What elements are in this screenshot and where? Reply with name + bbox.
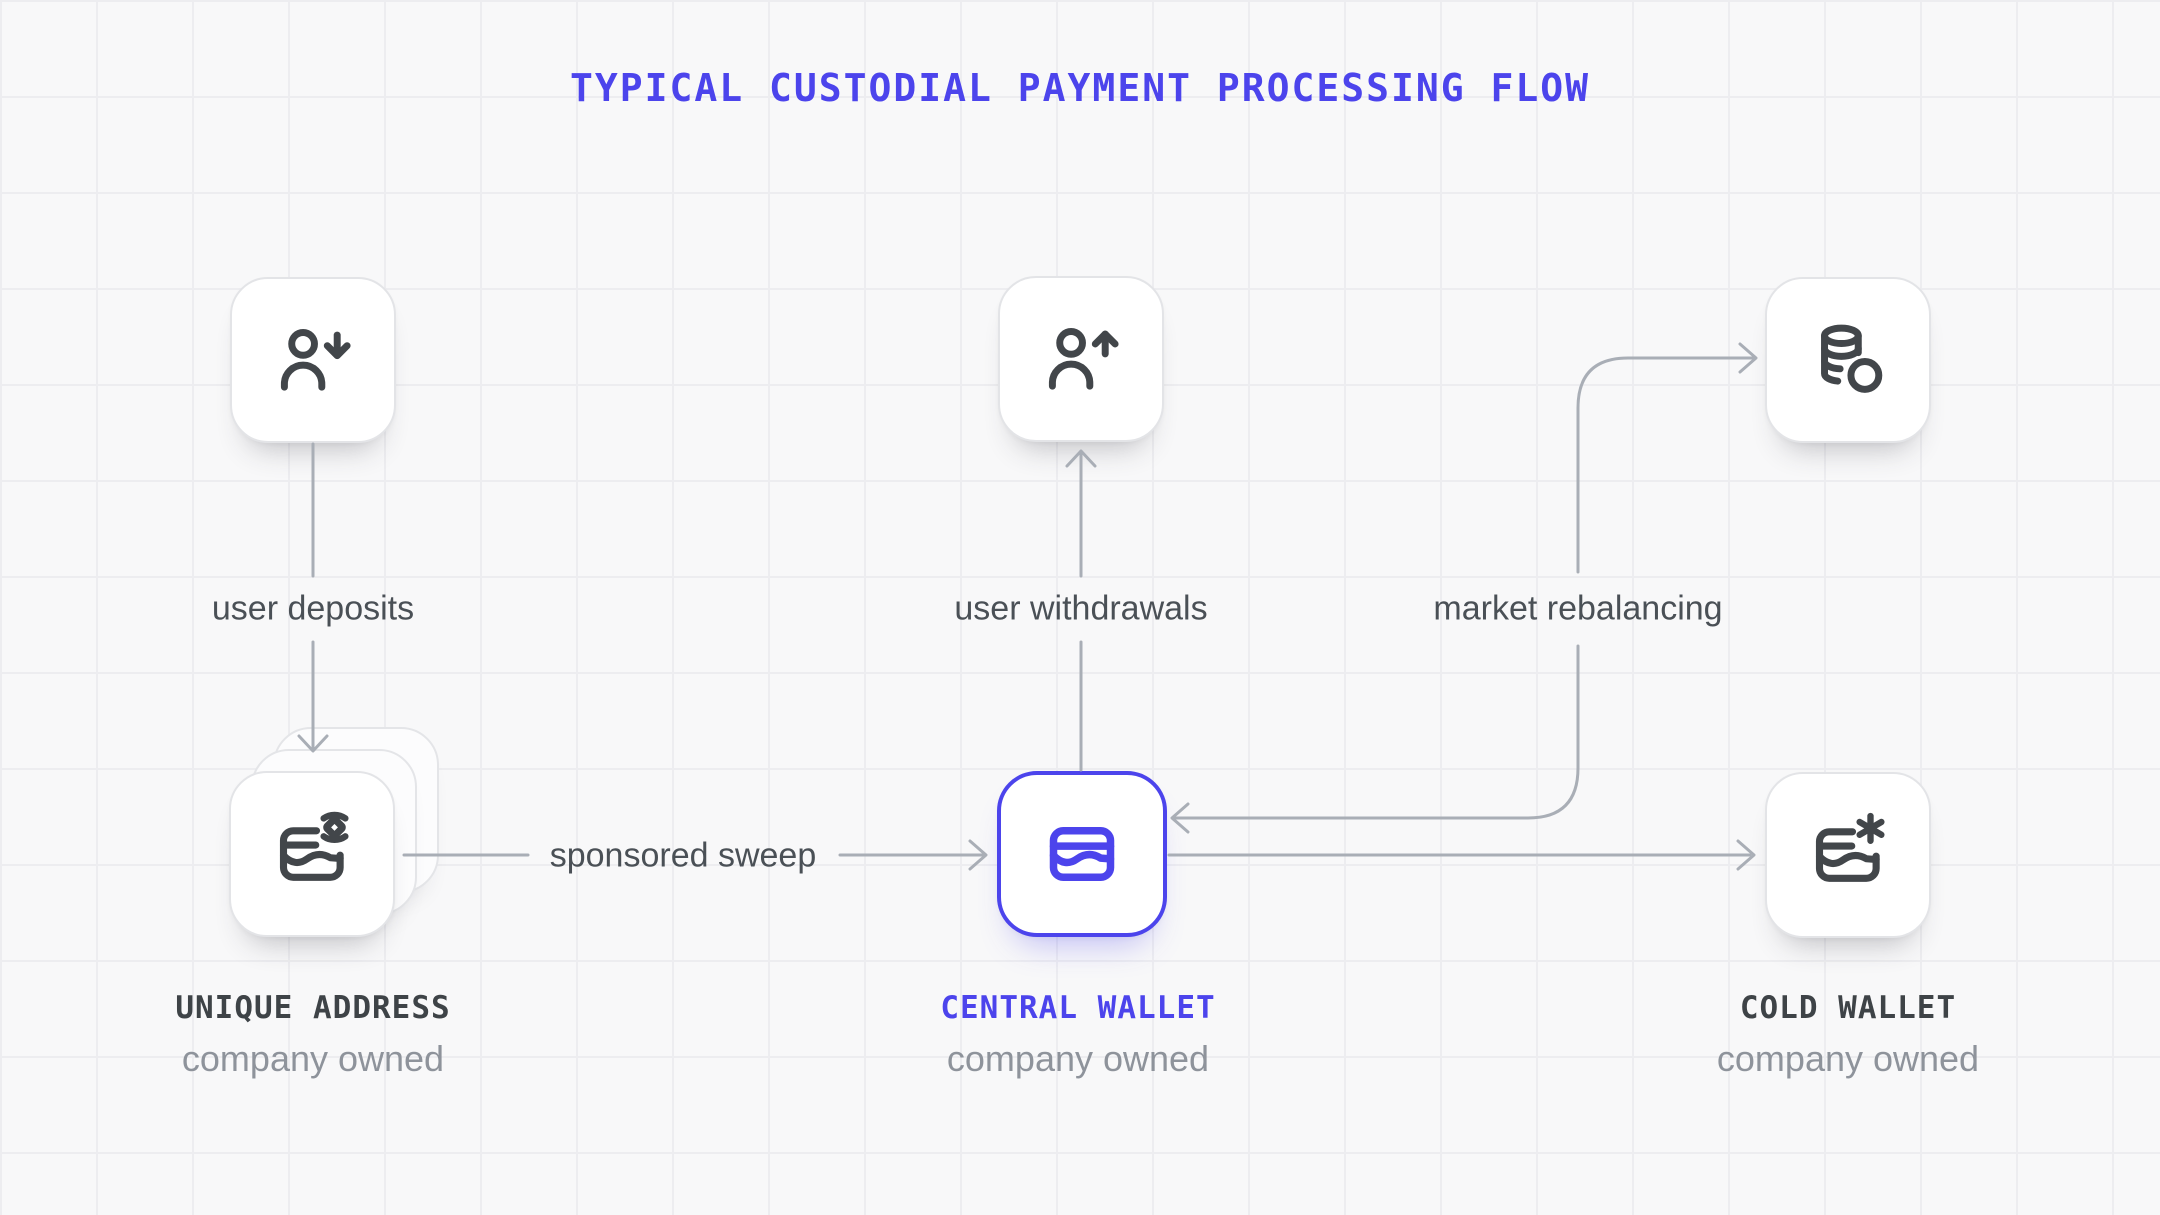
wallet-snowflake-icon bbox=[1815, 812, 1885, 882]
caption-unique-address-subtitle: company owned bbox=[181, 1038, 445, 1079]
node-user-withdrawal-target bbox=[998, 276, 1164, 442]
edge-market-rebalancing bbox=[1170, 342, 1758, 834]
edge-central-to-cold bbox=[1167, 839, 1756, 871]
edge-label-user-withdrawals: user withdrawals bbox=[954, 589, 1208, 628]
caption-central-wallet-subtitle: company owned bbox=[946, 1038, 1210, 1079]
edge-label-user-deposits: user deposits bbox=[211, 589, 415, 628]
caption-cold-wallet-title: COLD WALLET bbox=[1739, 990, 1957, 1026]
wallet-icon bbox=[1049, 827, 1115, 881]
node-user-deposit-source bbox=[230, 277, 396, 443]
caption-unique-address-title: UNIQUE ADDRESS bbox=[175, 990, 451, 1026]
caption-cold-wallet-subtitle: company owned bbox=[1716, 1038, 1980, 1079]
wallet-signal-icon bbox=[279, 811, 349, 881]
edge-label-market-rebalancing: market rebalancing bbox=[1433, 589, 1723, 628]
edge-label-sponsored-sweep: sponsored sweep bbox=[549, 836, 817, 875]
node-market bbox=[1765, 277, 1931, 443]
caption-central-wallet-title: CENTRAL WALLET bbox=[940, 990, 1216, 1026]
caption-central-wallet: CENTRAL WALLET company owned bbox=[940, 990, 1215, 1080]
node-central-wallet bbox=[997, 771, 1167, 937]
caption-unique-address: UNIQUE ADDRESS company owned bbox=[175, 990, 450, 1080]
coins-icon bbox=[1821, 324, 1883, 393]
user-arrow-down-icon bbox=[280, 329, 351, 391]
diagram-title: TYPICAL CUSTODIAL PAYMENT PROCESSING FLO… bbox=[570, 66, 1590, 110]
node-cold-wallet bbox=[1765, 772, 1931, 938]
node-unique-address bbox=[229, 771, 395, 937]
user-arrow-up-icon bbox=[1048, 328, 1119, 390]
caption-cold-wallet: COLD WALLET company owned bbox=[1717, 990, 1979, 1080]
